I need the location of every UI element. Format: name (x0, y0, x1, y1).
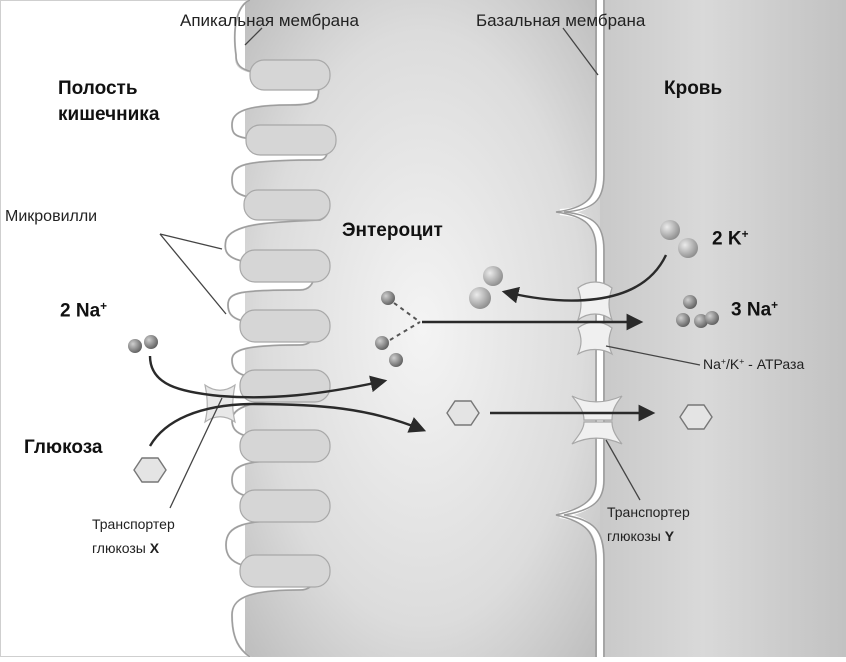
na-ion (683, 295, 697, 309)
atpase-label: Na+/K+ - АТРаза (703, 356, 804, 372)
na-in-charge: + (100, 300, 107, 313)
apical-membrane-label: Апикальная мембрана (180, 11, 359, 31)
na-ion (144, 335, 158, 349)
intestinal-lumen-label-line2: кишечника (58, 104, 159, 126)
intestinal-lumen-label-line1: Полость (58, 78, 138, 100)
transporter-y-label-line2: глюкозы Y (607, 528, 674, 544)
na-out-charge: + (771, 299, 778, 312)
na-ion (389, 353, 403, 367)
basal-membrane-label: Базальная мембрана (476, 11, 645, 31)
transporter-x-label-line2: глюкозы X (92, 540, 159, 556)
atpase-na: Na (703, 356, 721, 372)
na-in-count: 2 Na (60, 300, 100, 321)
microvilli-label: Микровилли (5, 208, 97, 226)
na-ion (128, 339, 142, 353)
transporter-y-text: глюкозы (607, 528, 665, 544)
transporter-y-label-line1: Транспортер (607, 504, 690, 520)
transporter-x-label-line1: Транспортер (92, 516, 175, 532)
na-out-count: 3 Na (731, 299, 771, 320)
transporter-x-letter: X (150, 540, 159, 556)
glucose-lumen (134, 458, 166, 482)
transporter-x-text: глюкозы (92, 540, 150, 556)
na-in-label: 2 Na+ (60, 300, 107, 322)
glucose-cell (447, 401, 479, 425)
glucose-label: Глюкоза (24, 437, 103, 459)
na-ion (381, 291, 395, 305)
na-ion (676, 313, 690, 327)
k-ion (678, 238, 698, 258)
k-label: 2 K+ (712, 228, 748, 250)
enterocyte-label: Энтероцит (342, 220, 443, 242)
k-ion (469, 287, 491, 309)
atpase-rest: - АТРаза (744, 356, 804, 372)
k-count: 2 K (712, 228, 742, 249)
k-ion (660, 220, 680, 240)
atpase-k: /K (726, 356, 739, 372)
k-charge: + (742, 228, 749, 241)
blood-label: Кровь (664, 78, 722, 100)
na-ion (375, 336, 389, 350)
na-ion (705, 311, 719, 325)
na-out-label: 3 Na+ (731, 299, 778, 321)
transporter-y-letter: Y (665, 528, 674, 544)
k-ion (483, 266, 503, 286)
glucose-blood (680, 405, 712, 429)
microvilli-fingers (240, 60, 336, 587)
